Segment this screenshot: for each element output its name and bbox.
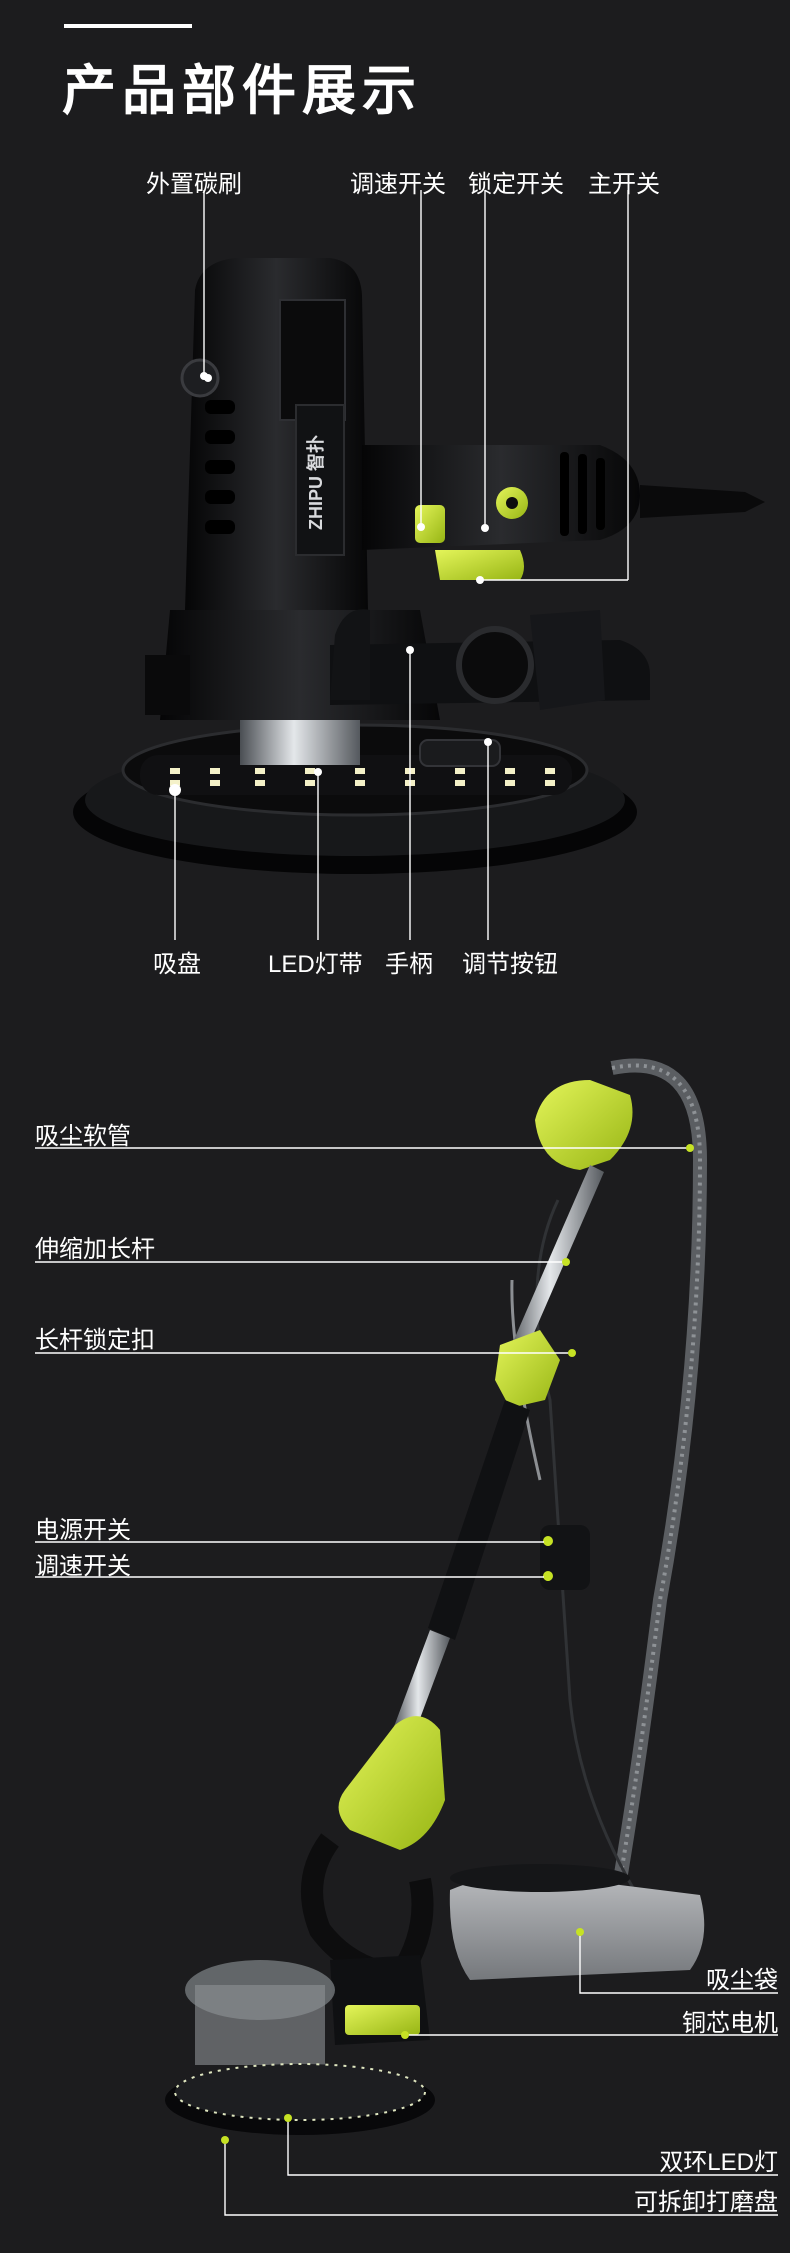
label-handle: 手柄 [385,951,433,978]
label-suction-cup: 吸盘 [153,951,201,978]
label-removable-pad: 可拆卸打磨盘 [634,2189,778,2216]
label-speed-switch-bottom: 调速开关 [35,1553,131,1580]
label-dual-ring-led: 双环LED灯 [659,2149,778,2176]
label-led-strip: LED灯带 [268,951,363,978]
pole-sander-illustration [165,1058,708,2135]
bottom-right-callout-lines [224,1932,778,2216]
label-adjust-knob: 调节按钮 [462,951,558,978]
bottom-left-callout-lines [35,1147,690,1578]
sander-head-illustration: ZHIPU 智扑 [73,258,765,874]
title-accent-bar [64,24,192,28]
label-main-switch: 主开关 [588,171,660,198]
label-lock-switch: 锁定开关 [468,171,564,198]
label-external-carbon-brush: 外置碳刷 [146,171,242,198]
label-power-switch: 电源开关 [35,1517,131,1544]
label-copper-motor: 铜芯电机 [682,2010,778,2037]
page-title: 产品部件展示 [62,61,422,121]
label-dust-hose: 吸尘软管 [35,1123,131,1150]
top-callout-lines [174,190,629,940]
label-speed-switch: 调速开关 [350,171,446,198]
label-extension-pole: 伸缩加长杆 [35,1236,155,1263]
label-dust-bag: 吸尘袋 [706,1967,778,1994]
label-pole-lock: 长杆锁定扣 [35,1327,155,1354]
brand-logo: ZHIPU 智扑 [305,435,326,530]
